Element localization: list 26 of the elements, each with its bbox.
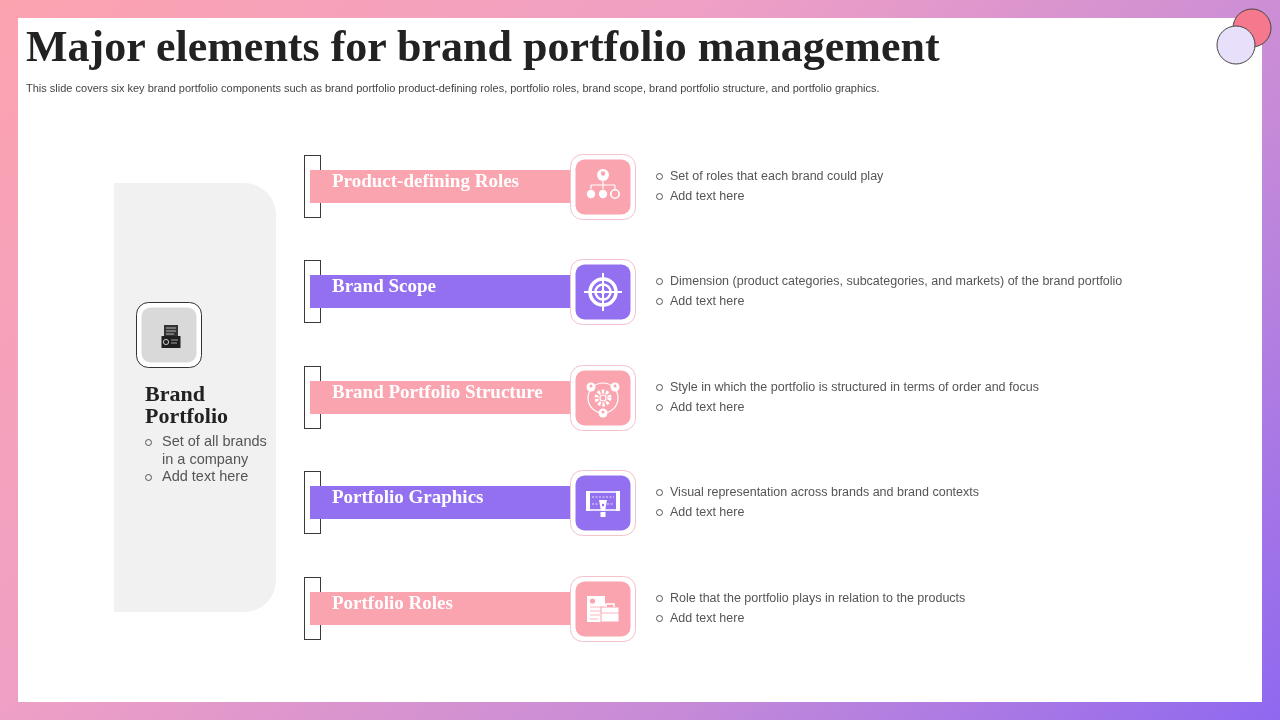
bullet-text: Add text here xyxy=(655,186,884,206)
bullet-text: Style in which the portfolio is structured in terms of order and focus xyxy=(655,377,1039,397)
bullet-text: Add text here xyxy=(655,291,1123,311)
side-panel xyxy=(114,183,276,612)
subtitle-text: This slide covers six key brand portfolio components such as brand portfolio product-defining roles, portfolio roles, brand scope, brand portfolio structure, and portfolio graphics. xyxy=(26,81,880,95)
category-bar xyxy=(310,486,572,519)
bar-title: Product-defining Roles xyxy=(332,170,519,192)
slide-title: Major elements for brand portfolio management xyxy=(26,22,940,72)
category-bar xyxy=(310,170,572,203)
bullet-text: Role that the portfolio plays in relation to the products xyxy=(655,588,966,608)
category-bar xyxy=(310,381,572,414)
bar-title: Portfolio Roles xyxy=(332,592,453,614)
bullet-text: Visual representation across brands and brand contexts xyxy=(655,482,979,502)
category-bar xyxy=(310,592,572,625)
bullet-text: Add text here xyxy=(655,608,966,628)
bullet-text: Set of roles that each brand could play xyxy=(655,166,884,186)
panel-heading: Brand Portfolio xyxy=(145,383,230,427)
bullet-text: Add text here xyxy=(655,502,979,522)
bar-title: Brand Scope xyxy=(332,275,436,297)
bullet-text: Add text here xyxy=(143,468,273,486)
bar-title: Brand Portfolio Structure xyxy=(332,381,543,403)
bullet-text: Dimension (product categories, subcategories, and markets) of the brand portfolio xyxy=(655,271,1123,291)
bullet-text: Add text here xyxy=(655,397,1039,417)
category-bar xyxy=(310,275,572,308)
bar-title: Portfolio Graphics xyxy=(332,486,484,508)
bullet-text: Set of all brands in a company xyxy=(143,433,273,468)
